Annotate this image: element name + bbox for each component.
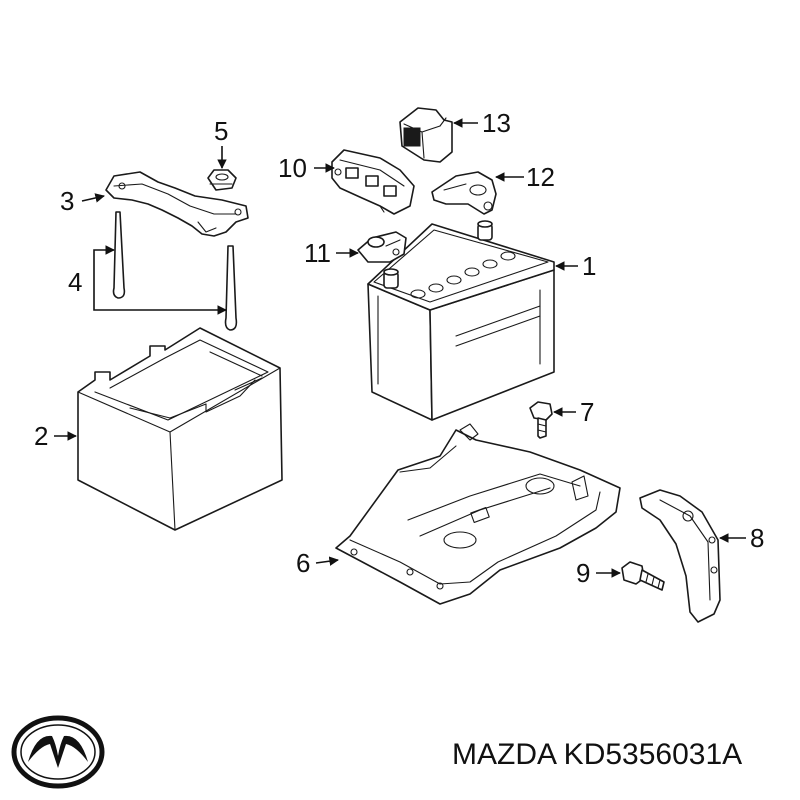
part-number-caption: MAZDA KD5356031A	[452, 738, 743, 771]
part-battery	[367, 220, 555, 421]
callout-1: 1	[582, 251, 596, 281]
part-bolt-long	[621, 561, 665, 591]
callout-8: 8	[750, 523, 764, 553]
callout-4: 4	[68, 267, 82, 297]
part-battery-box	[77, 327, 283, 531]
callout-5: 5	[214, 116, 228, 146]
part-sensor-module	[399, 107, 453, 163]
part-j-bolts	[112, 211, 238, 331]
callout-2: 2	[34, 421, 48, 451]
part-support-bracket	[639, 489, 721, 623]
part-battery-tray	[335, 423, 621, 605]
callout-10: 10	[278, 153, 307, 183]
part-hold-down-clamp	[105, 171, 249, 237]
part-nut	[207, 169, 237, 191]
callout-11: 11	[304, 238, 331, 268]
mazda-logo-icon	[11, 715, 105, 789]
part-negative-terminal	[357, 231, 407, 263]
part-bolt-small	[529, 401, 553, 439]
callout-3: 3	[60, 186, 74, 216]
callout-13: 13	[482, 108, 511, 138]
callout-12: 12	[526, 162, 555, 192]
part-terminal-block	[331, 149, 415, 215]
callout-7: 7	[580, 397, 594, 427]
callout-6: 6	[296, 548, 310, 578]
leader-lines	[54, 118, 746, 578]
callout-9: 9	[576, 558, 590, 588]
part-terminal-clamp	[431, 171, 497, 215]
callout-labels: 1 2 3 4 5 6 7 8 9 10 11 12 13	[34, 108, 764, 588]
